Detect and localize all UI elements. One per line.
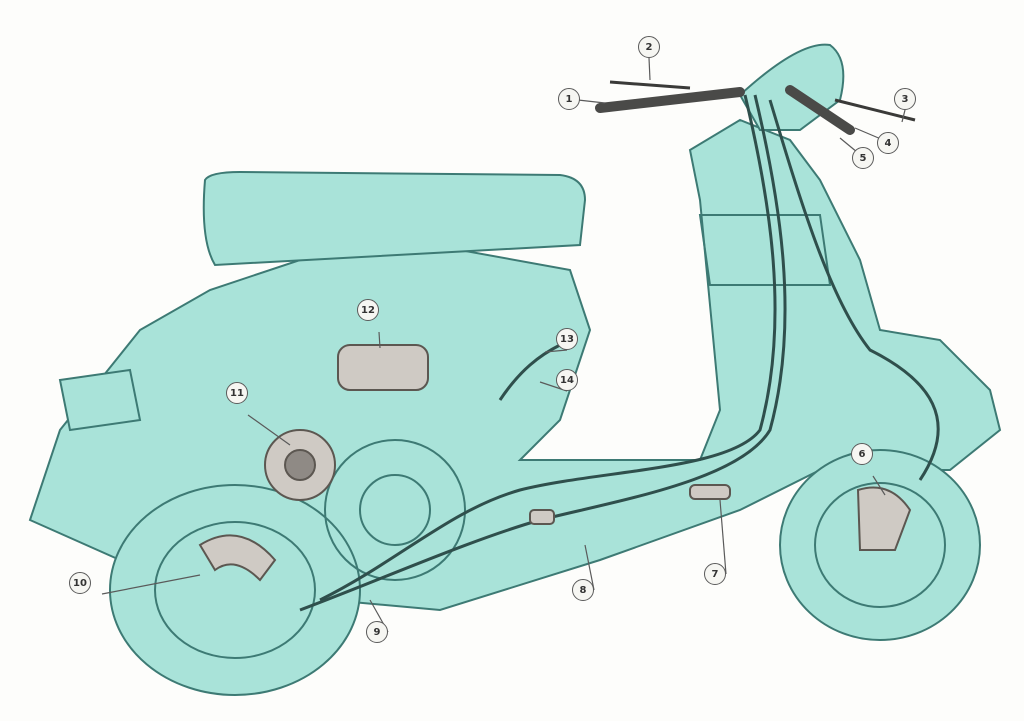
callout-10: 10 — [69, 572, 91, 594]
handlebar — [595, 85, 855, 135]
callout-6: 6 — [851, 443, 873, 465]
callout-3: 3 — [894, 88, 916, 110]
rear-light — [58, 368, 142, 432]
rear-brake-shoe — [198, 534, 277, 582]
callout-12: 12 — [357, 299, 379, 321]
fuel-tap — [689, 484, 731, 500]
carburettor — [337, 344, 429, 391]
engine-fan — [324, 439, 466, 581]
callout-14: 14 — [556, 369, 578, 391]
callout-2: 2 — [638, 36, 660, 58]
callout-13: 13 — [556, 328, 578, 350]
front-brake-shoe — [856, 486, 912, 551]
callout-1: 1 — [558, 88, 580, 110]
exhaust-cable-guide — [529, 509, 555, 525]
callout-5: 5 — [852, 147, 874, 169]
seat-shape — [202, 170, 587, 267]
callout-7: 7 — [704, 563, 726, 585]
callout-9: 9 — [366, 621, 388, 643]
callout-8: 8 — [572, 579, 594, 601]
callout-11: 11 — [226, 382, 248, 404]
control-cables — [299, 94, 940, 612]
callout-4: 4 — [877, 132, 899, 154]
rear-wheel — [109, 484, 361, 696]
leg-shield-panel — [698, 214, 832, 286]
